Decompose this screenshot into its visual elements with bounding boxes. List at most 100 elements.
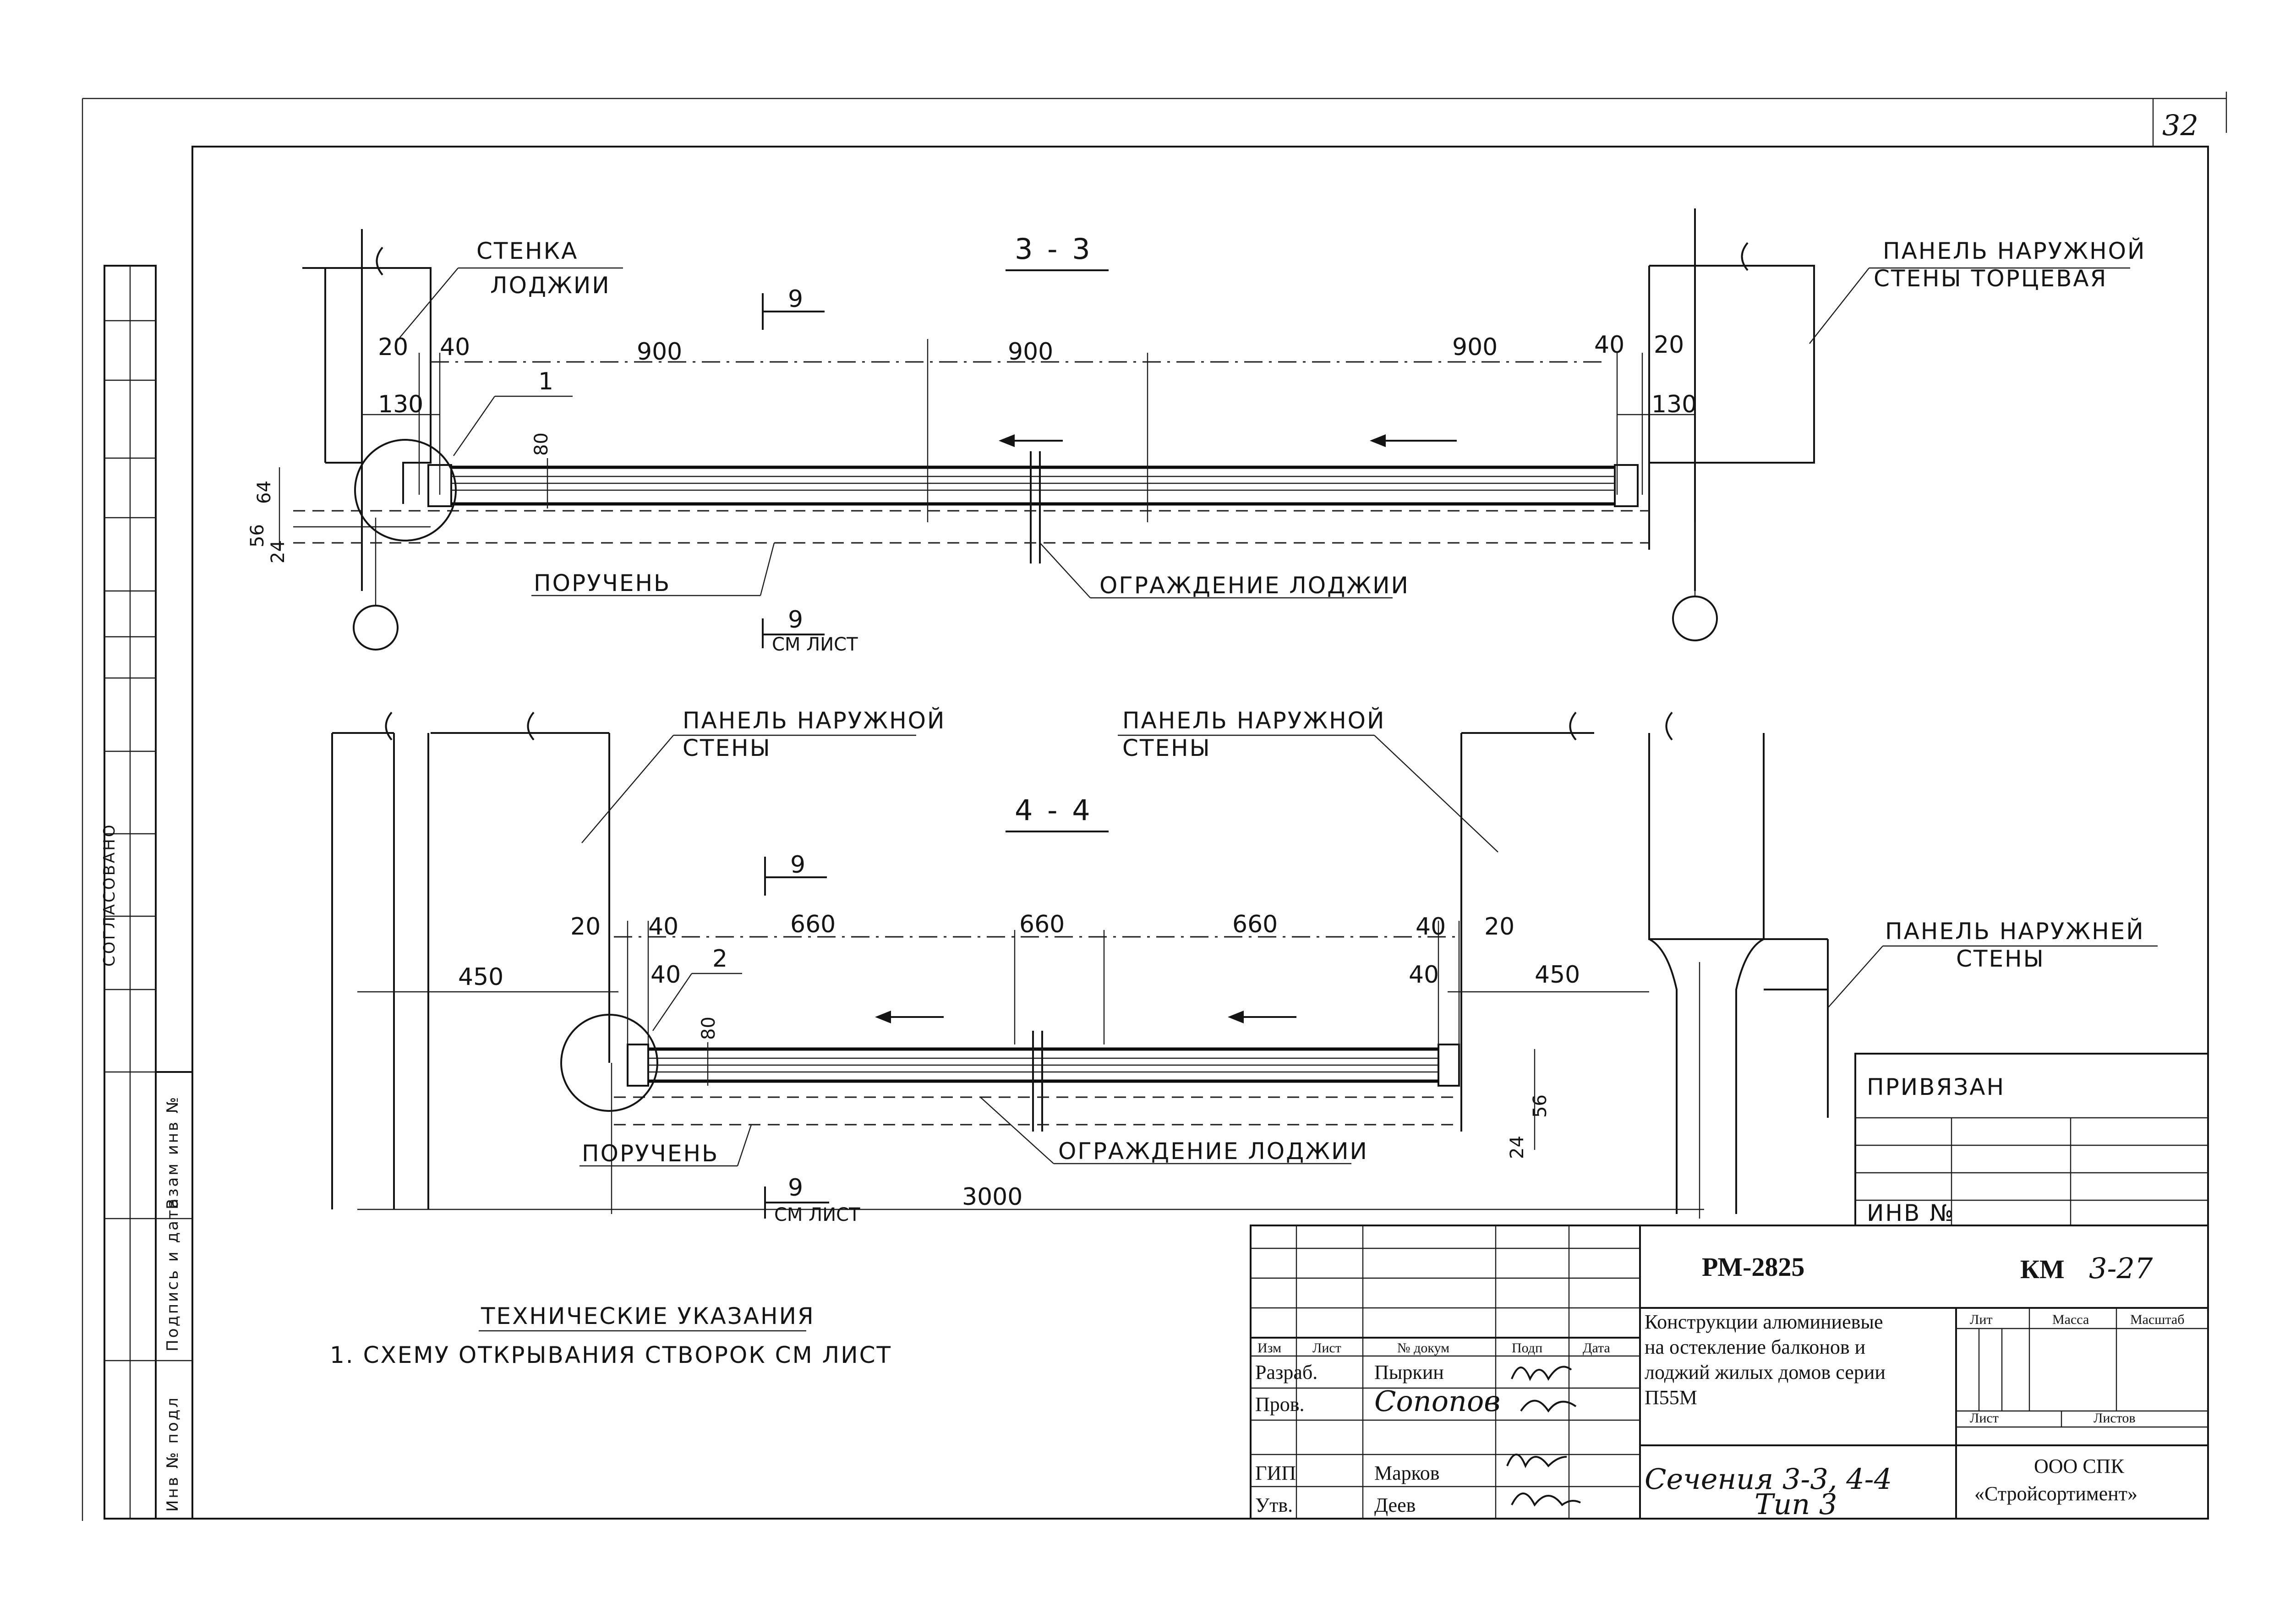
description-line-3: лоджий жилых домов серии <box>1645 1361 1886 1383</box>
dim-4-4-40-l: 40 <box>648 913 678 940</box>
section-3-3-see-sheet: СМ ЛИСТ <box>772 634 858 655</box>
dim-3-3-130-l: 130 <box>378 391 423 418</box>
dim-4-4-40-r: 40 <box>1416 913 1446 940</box>
dim-3-3-900-b: 900 <box>1008 338 1053 366</box>
handrail-label-3-3: ПОРУЧЕНЬ <box>534 570 671 596</box>
technical-notes: ТЕХНИЧЕСКИЕ УКАЗАНИЯ 1. СХЕМУ ОТКРЫВАНИЯ… <box>330 1303 892 1368</box>
tied-block: ПРИВЯЗАН ИНВ № <box>1854 1053 2209 1226</box>
dim-4-4-24: 24 <box>1507 1136 1528 1159</box>
panel-mid-label-1: ПАНЕЛЬ НАРУЖНОЙ <box>1122 707 1385 734</box>
section-3-3-mark-bottom: 9 <box>788 606 803 634</box>
dim-3-3-64: 64 <box>254 481 275 504</box>
drawing-title-2: Тип 3 <box>1755 1487 1837 1521</box>
company-1: ООО СПК <box>2034 1455 2124 1477</box>
description-line-4: П55М <box>1645 1386 1697 1409</box>
railing-label-4-4: ОГРАЖДЕНИЕ ЛОДЖИИ <box>1058 1138 1368 1165</box>
sheets-label: Листов <box>2094 1411 2136 1426</box>
panel-right-label-1: ПАНЕЛЬ НАРУЖНЕЙ <box>1885 918 2145 945</box>
panel-left-label-1: ПАНЕЛЬ НАРУЖНОЙ <box>683 707 946 734</box>
dim-3-3-40-r: 40 <box>1594 331 1624 359</box>
end-panel-label-2: СТЕНЫ ТОРЦЕВАЯ <box>1874 265 2107 292</box>
handrail-label-4-4: ПОРУЧЕНЬ <box>582 1140 719 1167</box>
doc-mark-number: 3-27 <box>2089 1252 2153 1285</box>
role-checker: Пров. <box>1255 1393 1305 1416</box>
col-doc: № докум <box>1397 1340 1449 1356</box>
signature-gip <box>1506 1454 1567 1468</box>
panel-mid-label-2: СТЕНЫ <box>1122 735 1211 761</box>
dim-3-3-20-r: 20 <box>1654 331 1684 359</box>
section-3-3-mark-top: 9 <box>788 285 803 313</box>
col-list: Лист <box>1312 1340 1341 1356</box>
signature-approver <box>1511 1493 1581 1507</box>
title-block: Изм Лист № докум Подп Дата Разраб. Пырки… <box>1250 1225 2209 1521</box>
section-4-4-title: 4 - 4 <box>1015 793 1093 827</box>
dim-3-3-20-l: 20 <box>378 334 408 361</box>
notes-heading: ТЕХНИЧЕСКИЕ УКАЗАНИЯ <box>481 1303 815 1329</box>
role-developer: Разраб. <box>1255 1361 1317 1383</box>
section-3-3: 3 - 3 <box>247 208 2146 655</box>
section-4-4: 4 - 4 <box>331 707 2158 1225</box>
end-panel-label-1: ПАНЕЛЬ НАРУЖНОЙ <box>1883 237 2146 264</box>
role-approver: Утв. <box>1255 1494 1293 1516</box>
axis-bubble-left <box>353 605 399 651</box>
name-gip: Марков <box>1374 1462 1440 1484</box>
mass-label: Масса <box>2052 1312 2089 1327</box>
replace-inv-label: Взам инв № <box>164 1095 182 1209</box>
scale-label: Масштаб <box>2130 1312 2184 1327</box>
callout-1-number: 1 <box>538 368 553 395</box>
col-sign: Подп <box>1512 1340 1542 1356</box>
dim-4-4-20-l: 20 <box>570 913 601 940</box>
railing-label-3-3: ОГРАЖДЕНИЕ ЛОДЖИИ <box>1099 572 1410 599</box>
company-2: «Стройсортимент» <box>1974 1482 2137 1505</box>
dim-4-4-40-l2: 40 <box>651 961 681 989</box>
panel-right-label-2: СТЕНЫ <box>1956 946 2045 972</box>
dim-4-4-56: 56 <box>1530 1094 1551 1118</box>
dim-3-3-900-c: 900 <box>1452 334 1498 361</box>
side-stamp: СОГЛАСОВАНО Взам инв № Подпись и дата Ин… <box>100 265 193 1520</box>
panel-left-label-2: СТЕНЫ <box>683 735 771 761</box>
role-gip: ГИП <box>1255 1462 1296 1484</box>
dim-3-3-56: 56 <box>247 524 268 547</box>
name-checker: Сопопов <box>1374 1384 1500 1418</box>
detail-callout-1 <box>354 439 457 541</box>
col-date: Дата <box>1583 1340 1610 1356</box>
doc-code: РМ-2825 <box>1702 1252 1804 1282</box>
signature-checker <box>1520 1400 1577 1413</box>
name-developer: Пыркин <box>1374 1361 1444 1383</box>
loggia-wall-label-2: ЛОДЖИИ <box>490 272 611 299</box>
dim-3-3-40-l: 40 <box>440 334 470 361</box>
dim-3-3-24: 24 <box>268 540 289 563</box>
section-3-3-title: 3 - 3 <box>1015 232 1093 266</box>
notes-item-1: 1. СХЕМУ ОТКРЫВАНИЯ СТВОРОК СМ ЛИСТ <box>330 1342 892 1368</box>
description-line-2: на остекление балконов и <box>1645 1336 1865 1358</box>
section-4-4-mark-bottom: 9 <box>788 1174 803 1202</box>
doc-mark: КМ <box>2020 1254 2065 1284</box>
dim-3-3-900-a: 900 <box>637 338 682 366</box>
signature-developer <box>1511 1366 1572 1381</box>
dim-3-3-130-r: 130 <box>1651 391 1697 418</box>
detail-callout-2 <box>560 1014 658 1112</box>
dim-4-4-3000: 3000 <box>962 1183 1022 1211</box>
sheet-label: Лист <box>1970 1411 1999 1426</box>
section-4-4-mark-top: 9 <box>790 851 805 879</box>
dim-4-4-450-r: 450 <box>1535 961 1580 989</box>
col-izm: Изм <box>1257 1340 1281 1356</box>
agreed-label: СОГЛАСОВАНО <box>100 823 119 967</box>
dim-4-4-660-a: 660 <box>790 911 836 938</box>
dim-3-3-80: 80 <box>531 432 552 456</box>
sheet-number: 32 <box>2162 109 2198 142</box>
dim-4-4-20-r: 20 <box>1484 913 1514 940</box>
description-line-1: Конструкции алюминиевые <box>1645 1311 1883 1333</box>
section-4-4-see-sheet: СМ ЛИСТ <box>774 1204 860 1225</box>
dim-4-4-450-l: 450 <box>458 963 503 991</box>
drawing-title-1: Сечения 3-3, 4-4 <box>1645 1462 1892 1496</box>
lit-label: Лит <box>1970 1312 1993 1327</box>
tied-inv-label: ИНВ № <box>1867 1200 1955 1226</box>
sign-date-label: Подпись и дата <box>164 1197 182 1351</box>
name-approver: Деев <box>1374 1494 1416 1516</box>
dim-4-4-660-b: 660 <box>1019 911 1065 938</box>
loggia-wall-label-1: СТЕНКА <box>476 238 578 264</box>
dim-4-4-660-c: 660 <box>1232 911 1278 938</box>
tied-label: ПРИВЯЗАН <box>1867 1074 2005 1100</box>
